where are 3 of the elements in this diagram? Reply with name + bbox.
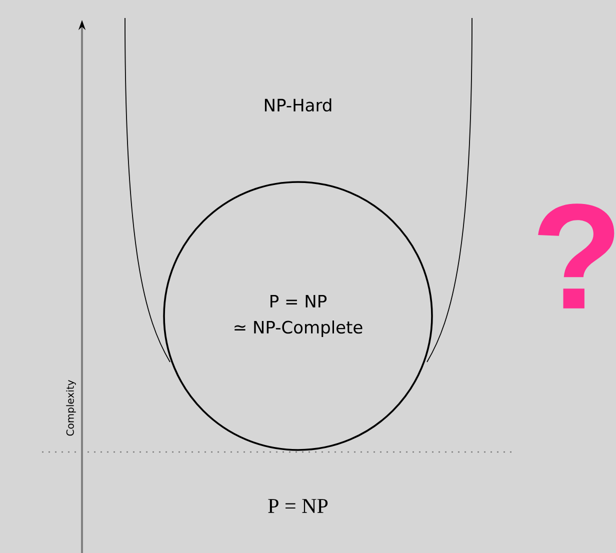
bottom-label: P = NP (268, 499, 328, 513)
axis-label: Complexity (66, 380, 76, 436)
question-mark: ? (538, 204, 614, 308)
